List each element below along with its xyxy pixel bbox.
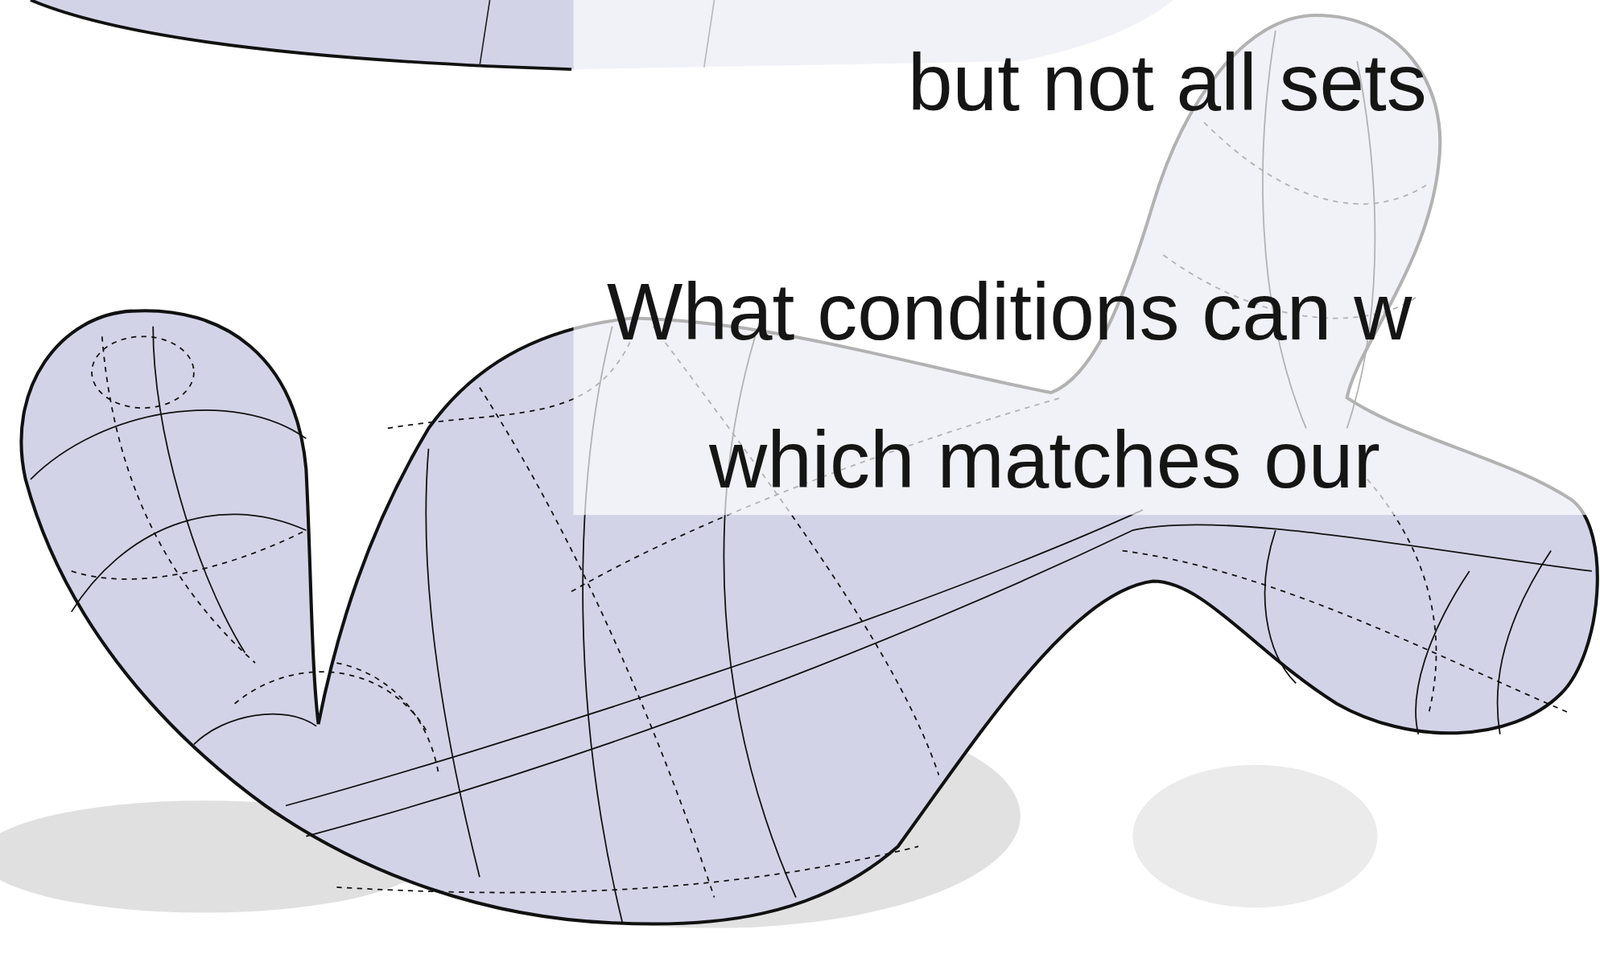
upper-shape-outline	[30, 0, 572, 70]
text-panel	[573, 0, 1600, 516]
slide-text: but not all sets	[907, 41, 1427, 123]
shadow	[1132, 765, 1378, 908]
slide-text: which matches our	[709, 419, 1381, 500]
slide-text: What conditions can w	[606, 271, 1413, 352]
